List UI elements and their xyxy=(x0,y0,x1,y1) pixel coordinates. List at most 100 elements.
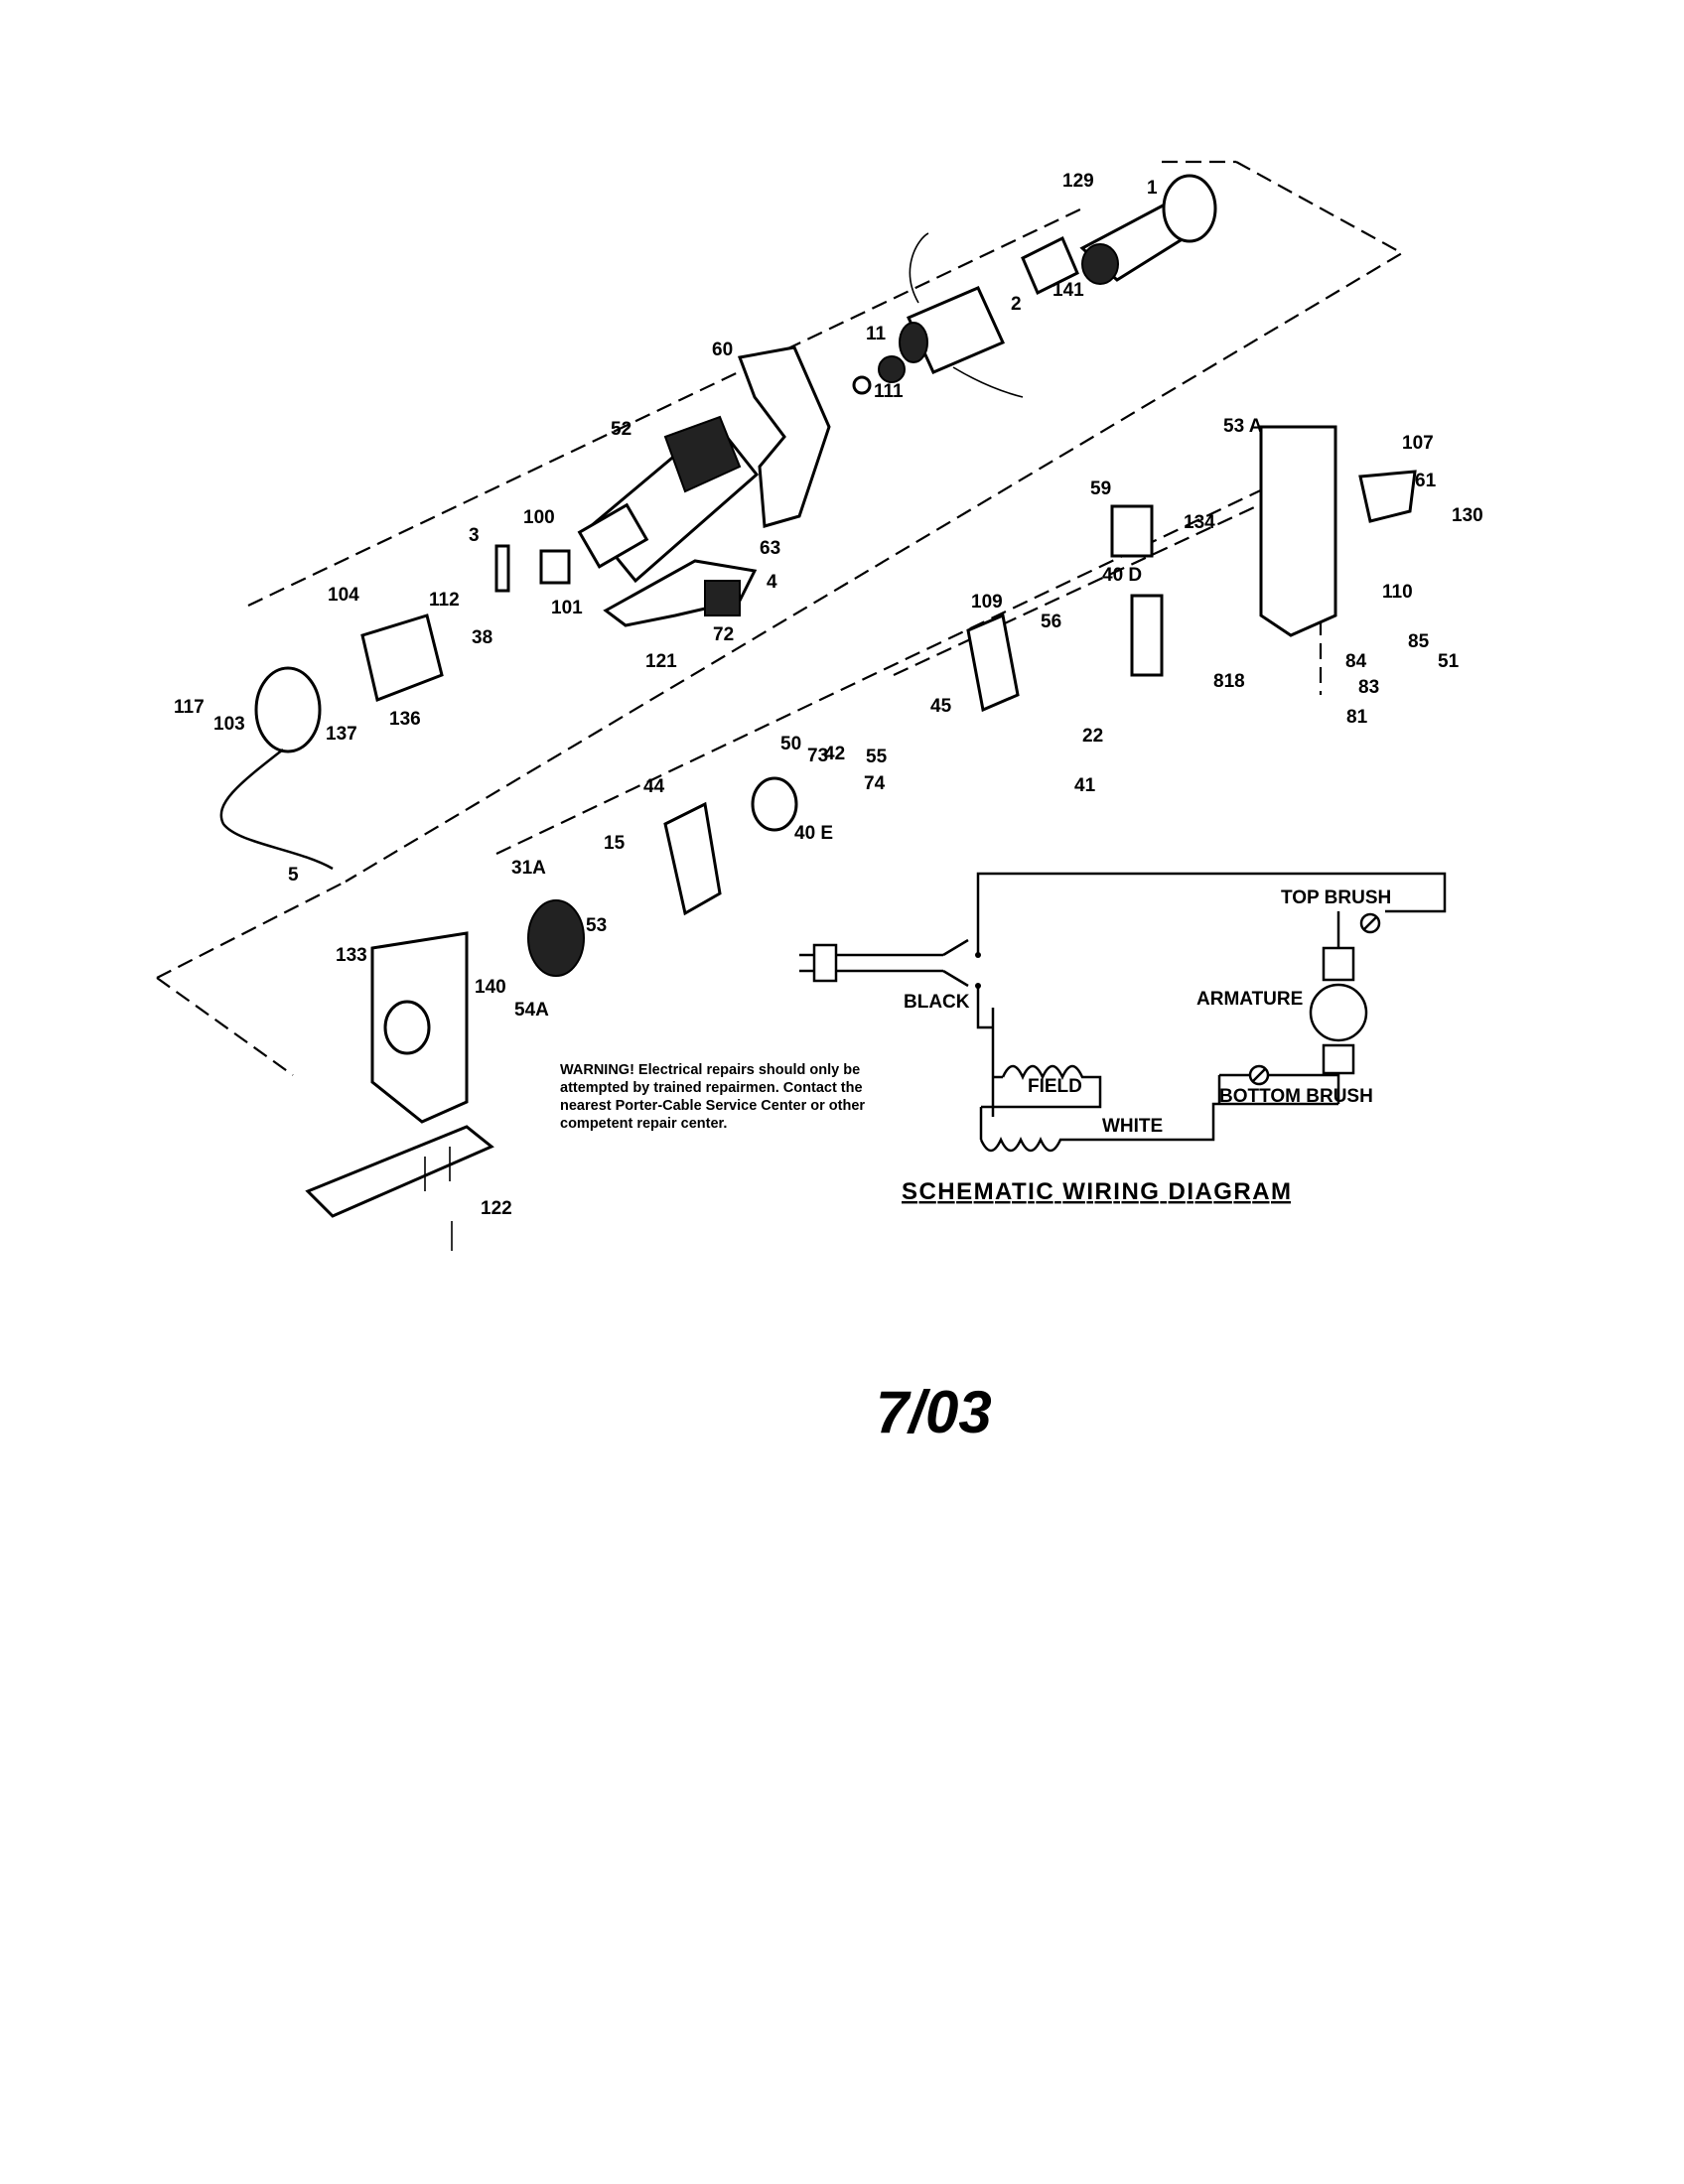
part-number-label: 107 xyxy=(1402,433,1434,454)
exploded-view xyxy=(156,160,1417,1251)
switch-cover-part xyxy=(704,580,741,616)
part-number-label: 101 xyxy=(551,598,583,618)
plug-icon xyxy=(799,943,854,983)
switch-part xyxy=(494,544,510,593)
cam-plate-part xyxy=(663,801,722,916)
part-number-label: 122 xyxy=(481,1198,512,1219)
warning-line: nearest Porter-Cable Service Center or o… xyxy=(560,1098,865,1114)
blade-holder-part xyxy=(1110,504,1154,558)
part-number-label: 53 xyxy=(586,915,607,936)
part-number-label: 31A xyxy=(511,858,546,879)
part-number-label: 53 A xyxy=(1223,416,1263,437)
end-cap-part xyxy=(360,614,444,703)
part-number-label: 81 xyxy=(1346,707,1368,728)
part-number-label: 42 xyxy=(824,744,845,764)
part-number-label: 41 xyxy=(1074,775,1096,796)
warning-note: WARNING! Electrical repairs should only … xyxy=(560,1062,865,1132)
part-number-label: 112 xyxy=(429,590,460,611)
part-number-label: 54A xyxy=(514,1000,549,1021)
blade-clamp-part xyxy=(1130,594,1164,677)
part-number-label: 117 xyxy=(174,697,205,718)
part-number-label: 11 xyxy=(866,324,887,344)
top-brush-terminal xyxy=(1359,912,1381,934)
part-number-label: 73 xyxy=(807,746,828,766)
part-number-label: 60 xyxy=(712,340,733,360)
wiring-label-field: FIELD xyxy=(1028,1076,1082,1097)
part-number-label: 44 xyxy=(643,776,665,797)
bearing-part xyxy=(878,355,906,383)
cord-part xyxy=(219,749,334,871)
handle-part xyxy=(737,345,831,528)
wiring-label-bottom-brush: BOTTOM BRUSH xyxy=(1219,1086,1373,1107)
part-number-label: 3 xyxy=(469,525,480,546)
part-number-label: 4 xyxy=(767,572,777,593)
part-number-label: 59 xyxy=(1090,478,1111,499)
part-number-label: 40 E xyxy=(794,823,833,844)
part-number-label: 22 xyxy=(1082,726,1103,747)
part-number-label: 40 D xyxy=(1102,565,1142,586)
field-part xyxy=(899,232,1024,398)
part-number-label: 129 xyxy=(1062,171,1094,192)
part-number-label: 83 xyxy=(1358,677,1379,698)
part-number-label: 100 xyxy=(523,507,555,528)
warning-line: attempted by trained repairmen. Contact … xyxy=(560,1080,863,1096)
part-number-label: 5 xyxy=(288,865,299,886)
guide-part xyxy=(966,613,1020,713)
warning-line: competent repair center. xyxy=(560,1116,727,1132)
part-number-label: 63 xyxy=(760,538,780,559)
wiring-label-white: WHITE xyxy=(1102,1116,1163,1137)
part-number-label: 45 xyxy=(930,696,952,717)
part-number-label: 110 xyxy=(1382,582,1413,603)
switch-symbol xyxy=(854,938,981,989)
part-number-label: 15 xyxy=(604,833,626,854)
part-number-label: 136 xyxy=(389,709,421,730)
part-number-label: 2 xyxy=(1011,294,1022,315)
date-stamp: 7/03 xyxy=(876,1379,992,1445)
part-number-label: 51 xyxy=(1438,651,1460,672)
wiring-label-black: BLACK xyxy=(904,992,970,1013)
part-number-label: 52 xyxy=(611,419,632,440)
armature-part xyxy=(1079,174,1217,285)
part-number-label: 1 xyxy=(1147,178,1158,199)
gear-case-part xyxy=(1259,425,1337,637)
rear-cap-part xyxy=(254,666,322,753)
part-number-label: 140 xyxy=(475,977,506,998)
shoe-part xyxy=(305,1125,494,1218)
bearing-cap-part xyxy=(383,1000,431,1055)
wiring-diagram-title: SCHEMATIC WIRING DIAGRAM xyxy=(902,1178,1291,1205)
part-number-label: 134 xyxy=(1184,512,1215,533)
bracket-part xyxy=(539,549,571,585)
wiring-label-armature: ARMATURE xyxy=(1196,989,1303,1010)
part-number-label: 133 xyxy=(336,945,367,966)
part-number-label: 104 xyxy=(328,585,359,606)
part-number-label: 38 xyxy=(472,627,492,648)
cam-part xyxy=(751,776,798,832)
motor-housing-part xyxy=(577,415,760,584)
part-number-label: 56 xyxy=(1041,612,1061,632)
baffle-part xyxy=(1021,235,1079,296)
gear-part xyxy=(527,899,585,977)
part-number-label: 103 xyxy=(213,714,245,735)
part-number-label: 55 xyxy=(866,747,888,767)
warning-line: WARNING! Electrical repairs should only … xyxy=(560,1062,860,1078)
part-number-label: 74 xyxy=(864,773,886,794)
part-number-label: 818 xyxy=(1213,671,1245,692)
part-number-label: 109 xyxy=(971,592,1003,613)
part-number-label: 141 xyxy=(1052,280,1084,301)
knob-part xyxy=(1358,470,1417,523)
wiring-label-top-brush: TOP BRUSH xyxy=(1281,887,1391,908)
part-number-label: 50 xyxy=(780,734,801,754)
armature-symbol xyxy=(1309,983,1368,1042)
part-number-label: 72 xyxy=(713,624,734,645)
wiring-diagram: TOP BRUSH ARMATURE BLACK FIELD WHITE BOT… xyxy=(799,872,1447,1205)
washer-part xyxy=(852,375,872,395)
part-number-label: 111 xyxy=(874,381,904,402)
part-number-label: 137 xyxy=(326,724,357,745)
alignment-lines xyxy=(156,160,1405,1076)
part-number-label: 61 xyxy=(1415,471,1437,491)
part-number-label: 85 xyxy=(1408,631,1430,652)
part-number-label: 84 xyxy=(1345,651,1367,672)
part-number-label: 121 xyxy=(645,651,677,672)
